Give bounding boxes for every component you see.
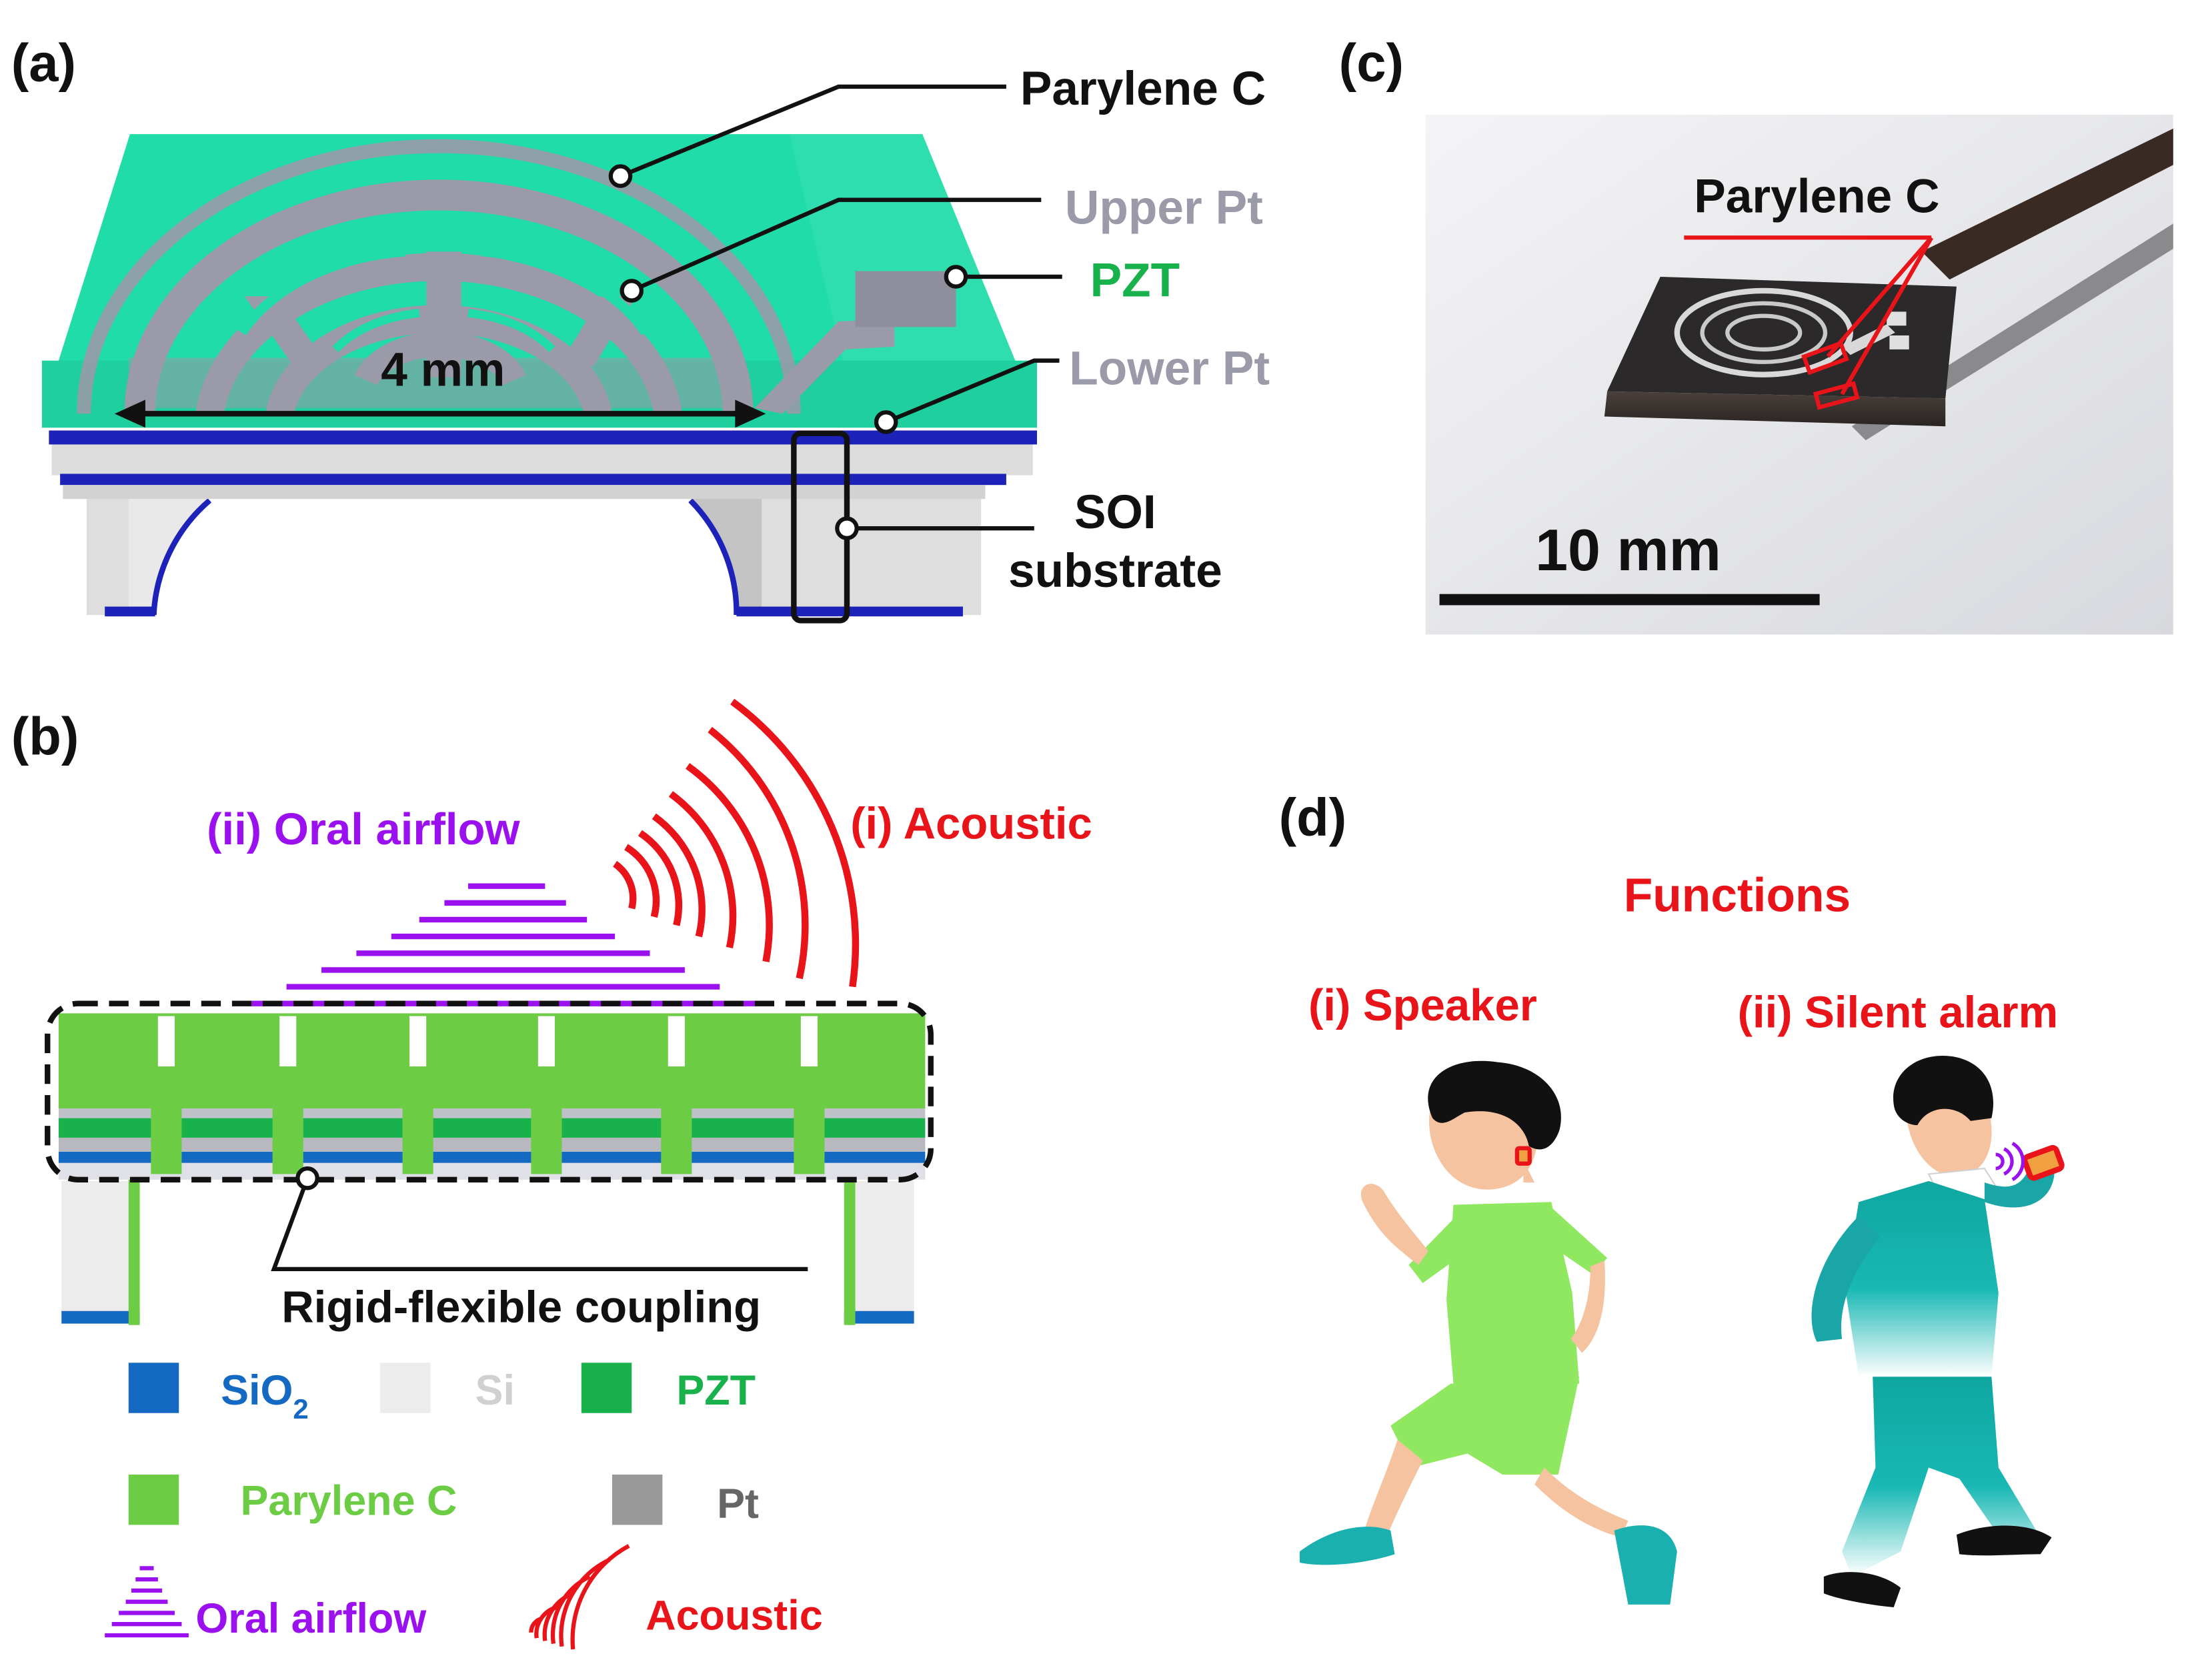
parylene-c-marker [1684,235,1933,410]
sio2-right [844,1311,914,1324]
legend-label-sio2: SiO2 [221,1367,309,1425]
coupling-callout [271,1166,808,1272]
cavity-sio2-left [151,498,212,616]
stack-pzt [59,1118,926,1138]
cavity-sio2-right [688,498,740,616]
pzt-gaps [237,246,406,335]
dimension-label: 4 mm [381,343,505,396]
bottom-sio2-left [105,606,155,617]
panel-b: (b) (ii) Oral airflow (i) Acoustic [11,698,1092,1650]
label-rigid-flexible-coupling: Rigid-flexible coupling [281,1283,761,1333]
chip-photo [1604,276,1957,427]
legend-label-parylene: Parylene C [240,1478,457,1525]
sio2-left [61,1311,140,1324]
label-lower-pt: Lower Pt [1069,341,1270,395]
label-acoustic: (i) Acoustic [850,798,1092,848]
coupling-dashed-box [45,1000,934,1182]
speaker-label: (i) Speaker [1308,980,1537,1030]
legend-swatch-sio2 [128,1363,179,1413]
legend-label-acoustic: Acoustic [646,1593,822,1639]
panel-a-label: (a) [11,33,76,93]
legend-label-oral-airflow: Oral airflow [195,1595,427,1642]
functions-title: Functions [1624,868,1851,922]
legend-swatch-si [380,1363,431,1413]
si-support-right [844,1180,914,1319]
running-boy-illustration [1300,1060,1677,1605]
scale-bar-label: 10 mm [1535,517,1721,583]
label-pzt: PZT [1090,253,1180,307]
legend-label-pt: Pt [717,1481,759,1527]
panel-c: (c) Parylene C 10 mm [1339,33,2173,635]
label-substrate: substrate [1008,544,1222,598]
dimension-arrow [114,399,766,428]
legend-swatch-pt [612,1474,663,1525]
panel-b-label: (b) [11,707,79,766]
si-support-left [61,1180,140,1319]
top-si-layer [51,444,1033,476]
legend-swatch-pzt [581,1363,632,1413]
parylene-gaps [157,1016,818,1067]
lower-pt-layer [128,357,744,408]
legend-airflow-icon [105,1566,189,1638]
legend-acoustic-icon [529,1544,630,1650]
parylene-anchor-left [128,1174,140,1325]
legend-label-si: Si [475,1367,515,1414]
photo-label-parylene-c: Parylene C [1694,170,1939,223]
pzt-gaps-2 [481,246,650,335]
panel-a: (a) [11,33,1270,624]
panel-d-label: (d) [1279,788,1347,847]
walking-man-illustration [1811,1056,2065,1608]
acoustic-waves [612,698,860,988]
electrode-spokes [244,251,636,377]
panel-c-label: (c) [1339,33,1404,93]
label-upper-pt: Upper Pt [1065,181,1263,234]
label-parylene-c: Parylene C [1020,62,1266,115]
sio2-layer-top [49,430,1038,445]
callout-lines [608,84,1062,540]
si-below-box [63,485,986,500]
legend: SiO2 Si PZT Parylene C Pt Oral airflow [105,1363,823,1650]
panel-d: (d) Functions (i) Speaker (ii) Silent al… [1279,788,2065,1608]
device-cross-section-3d [41,134,1038,624]
silent-alarm-label: (ii) Silent alarm [1738,987,2059,1037]
scale-bar [1439,594,1820,606]
parylene-top [59,1013,926,1108]
electrode-lead [754,318,895,414]
stack-si [59,1160,926,1180]
pzt-gaps-3 [332,309,420,353]
legend-swatch-parylene [128,1474,179,1525]
parylene-anchor-right [844,1174,856,1325]
contact-pad [855,271,956,327]
cavity-wall-left [128,496,210,616]
device-2d-cross-section [45,1000,934,1325]
label-soi: SOI [1074,486,1156,539]
pzt-gaps-4 [467,309,556,353]
parylene-pillars [151,1104,825,1174]
legend-label-pzt: PZT [676,1367,756,1414]
cavity-shadow-right [690,496,762,616]
label-oral-airflow: (ii) Oral airflow [207,804,520,854]
buried-oxide-layer [60,474,1006,486]
